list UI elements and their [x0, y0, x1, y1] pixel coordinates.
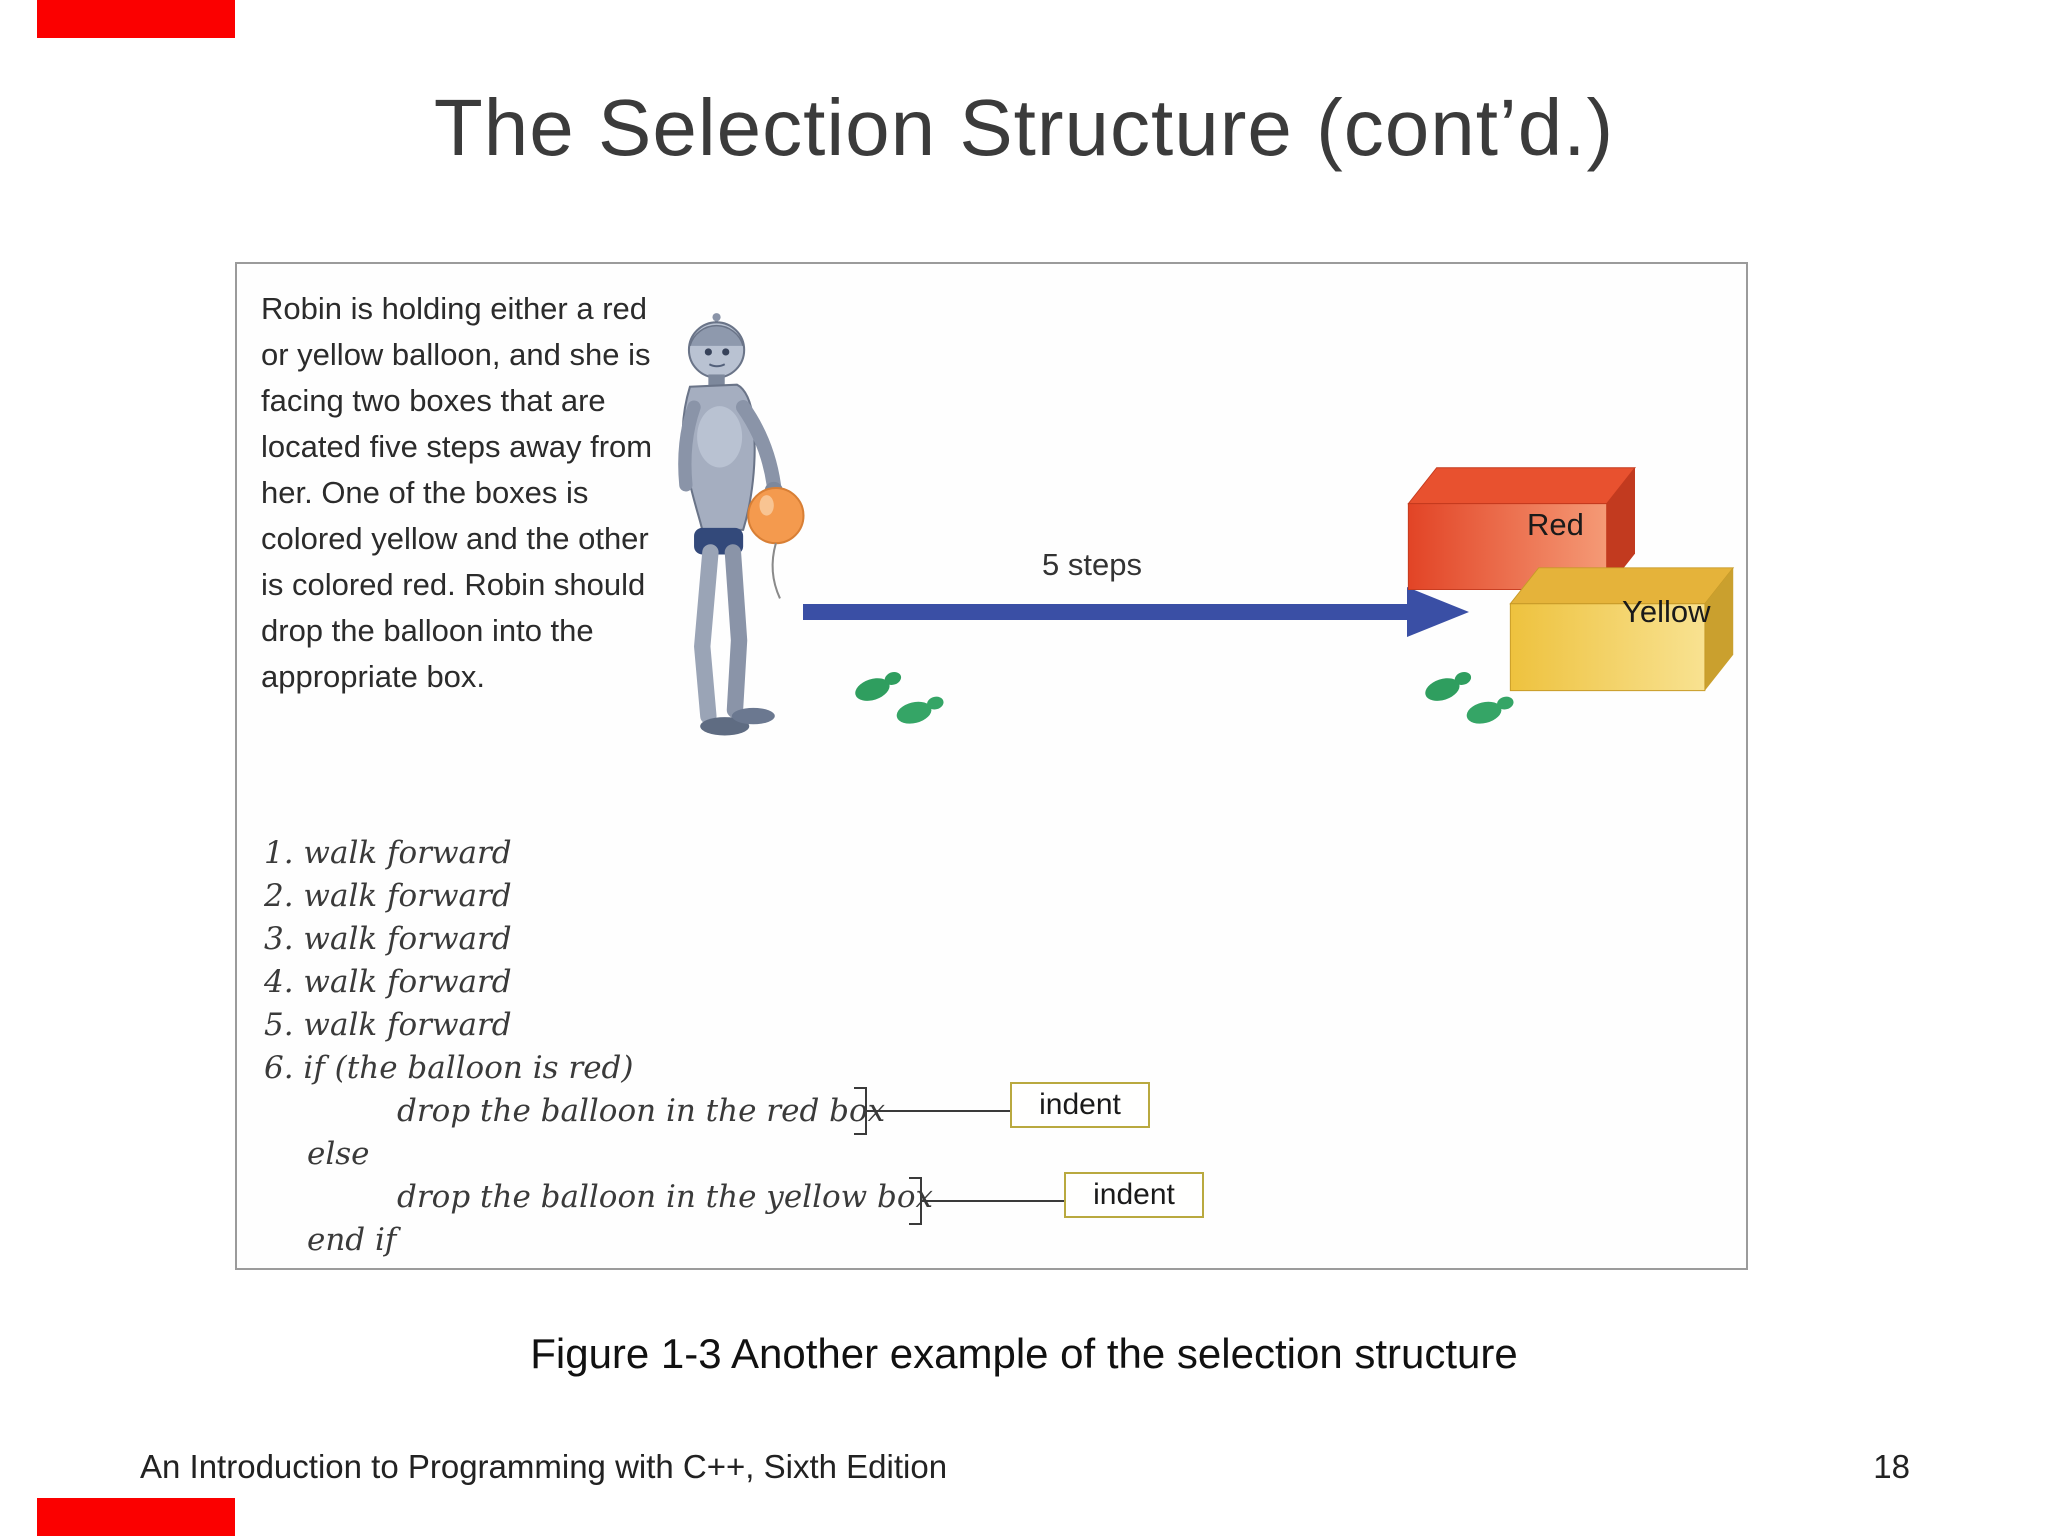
pseudocode-line: 2. walk forward [264, 878, 512, 914]
accent-bar-bottom [37, 1498, 235, 1536]
yellow-box-graphic [1509, 567, 1735, 692]
pseudocode-line: else [307, 1136, 370, 1172]
pseudocode-line: 5. walk forward [264, 1007, 512, 1043]
pseudocode-line: 4. walk forward [264, 964, 512, 1000]
steps-arrow [803, 587, 1469, 637]
yellow-box-label: Yellow [1622, 594, 1711, 629]
indent-connector [909, 1177, 1065, 1225]
arrow-label: 5 steps [1042, 547, 1142, 582]
indent-callout: indent [1064, 1172, 1204, 1218]
pseudocode-line: end if [307, 1222, 397, 1258]
accent-bar-top [37, 0, 235, 38]
robot-illustration [678, 313, 805, 736]
boxes-graphic [1407, 467, 1735, 692]
figure-caption: Figure 1-3 Another example of the select… [530, 1330, 1518, 1377]
indent-callout: indent [1010, 1082, 1150, 1128]
footer-text: An Introduction to Programming with C++,… [140, 1448, 948, 1485]
pseudocode-line: 1. walk forward [264, 835, 512, 871]
figure-description: Robin is holding either a red or yellow … [261, 291, 653, 694]
footprints-left-icon [855, 672, 944, 724]
pseudocode-line: 3. walk forward [264, 921, 512, 957]
pseudocode-block: 1. walk forward 2. walk forward 3. walk … [264, 832, 933, 1262]
pseudocode-line: 6. if (the balloon is red) [264, 1050, 634, 1086]
footprints-right-icon [1425, 672, 1514, 724]
slide-title: The Selection Structure (cont’d.) [433, 83, 1615, 172]
indent-connector [854, 1087, 1010, 1135]
figure-panel: Robin is holding either a red or yellow … [235, 262, 1748, 1270]
pseudocode-line: drop the balloon in the red box [397, 1093, 886, 1129]
balloon-graphic [747, 486, 805, 545]
pseudocode-line: drop the balloon in the yellow box [397, 1179, 934, 1215]
page-number: 18 [1873, 1448, 1910, 1485]
red-box-label: Red [1527, 507, 1584, 542]
